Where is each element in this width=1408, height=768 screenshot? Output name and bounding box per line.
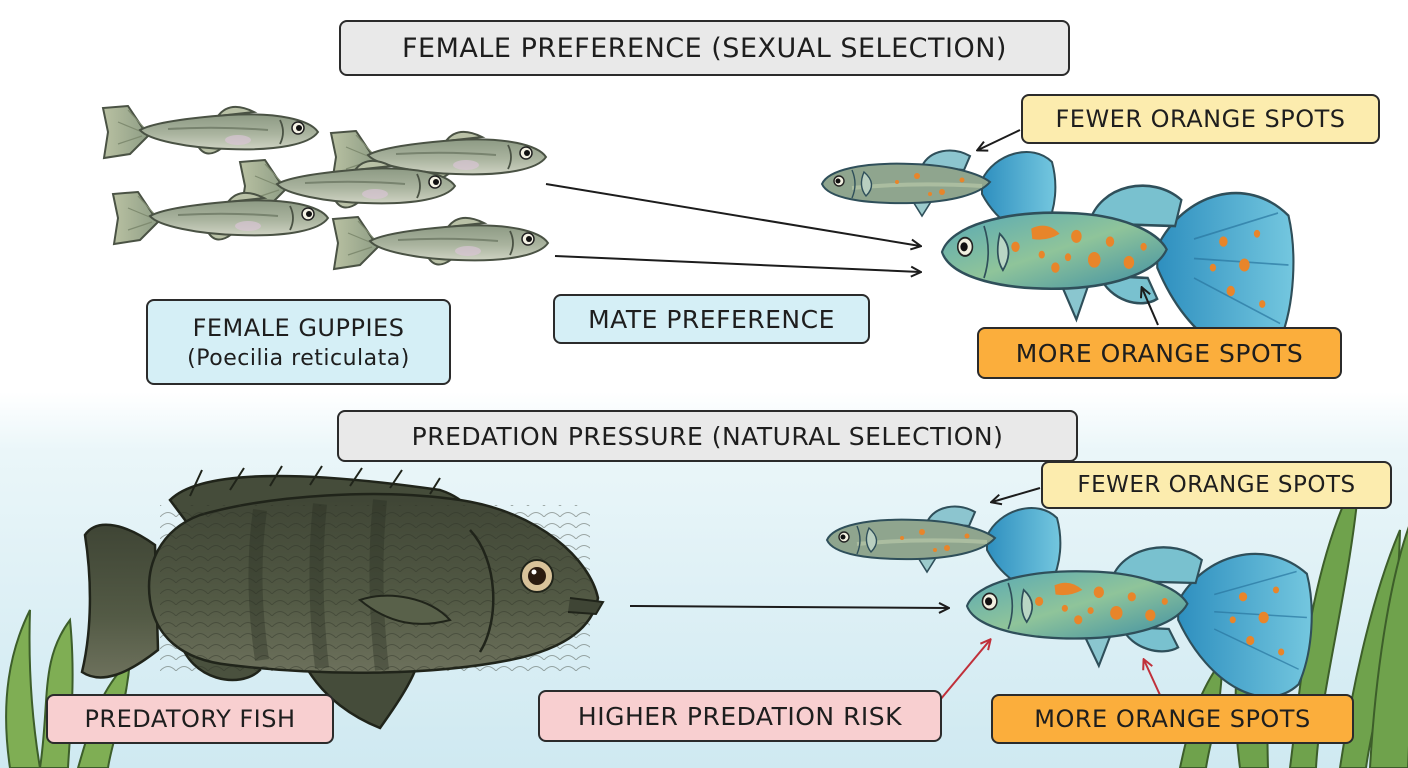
fewer-spots-label-bottom: FEWER ORANGE SPOTS: [1041, 461, 1392, 509]
more-spots-label-bottom: MORE ORANGE SPOTS: [991, 694, 1354, 744]
predation-arrow: [629, 606, 948, 608]
mate-preference-arrow-upper: [545, 183, 920, 246]
fewer-spots-pointer-top: [978, 129, 1021, 150]
mate-preference-label: MATE PREFERENCE: [553, 294, 870, 344]
female-guppies-label: FEMALE GUPPIES (Poecilia reticulata): [146, 299, 451, 385]
fewer-spots-pointer-bottom: [992, 487, 1041, 502]
female-guppies-name: FEMALE GUPPIES: [192, 313, 405, 342]
more-spots-pointer-bottom: [1144, 660, 1161, 696]
species-name: (Poecilia reticulata): [187, 345, 410, 371]
fewer-spots-label-top: FEWER ORANGE SPOTS: [1021, 94, 1380, 144]
predation-risk-label: HIGHER PREDATION RISK: [538, 690, 942, 742]
female-guppy-school: [102, 105, 549, 270]
more-spots-pointer-top: [1142, 288, 1159, 326]
natural-selection-title: PREDATION PRESSURE (NATURAL SELECTION): [337, 410, 1078, 462]
more-spots-label-top: MORE ORANGE SPOTS: [977, 327, 1342, 379]
sexual-selection-title: FEMALE PREFERENCE (SEXUAL SELECTION): [339, 20, 1070, 76]
predation-risk-arrow: [939, 640, 990, 701]
predatory-fish: [80, 465, 605, 730]
predatory-fish-label: PREDATORY FISH: [46, 694, 334, 744]
mate-preference-arrow-lower: [554, 255, 920, 272]
